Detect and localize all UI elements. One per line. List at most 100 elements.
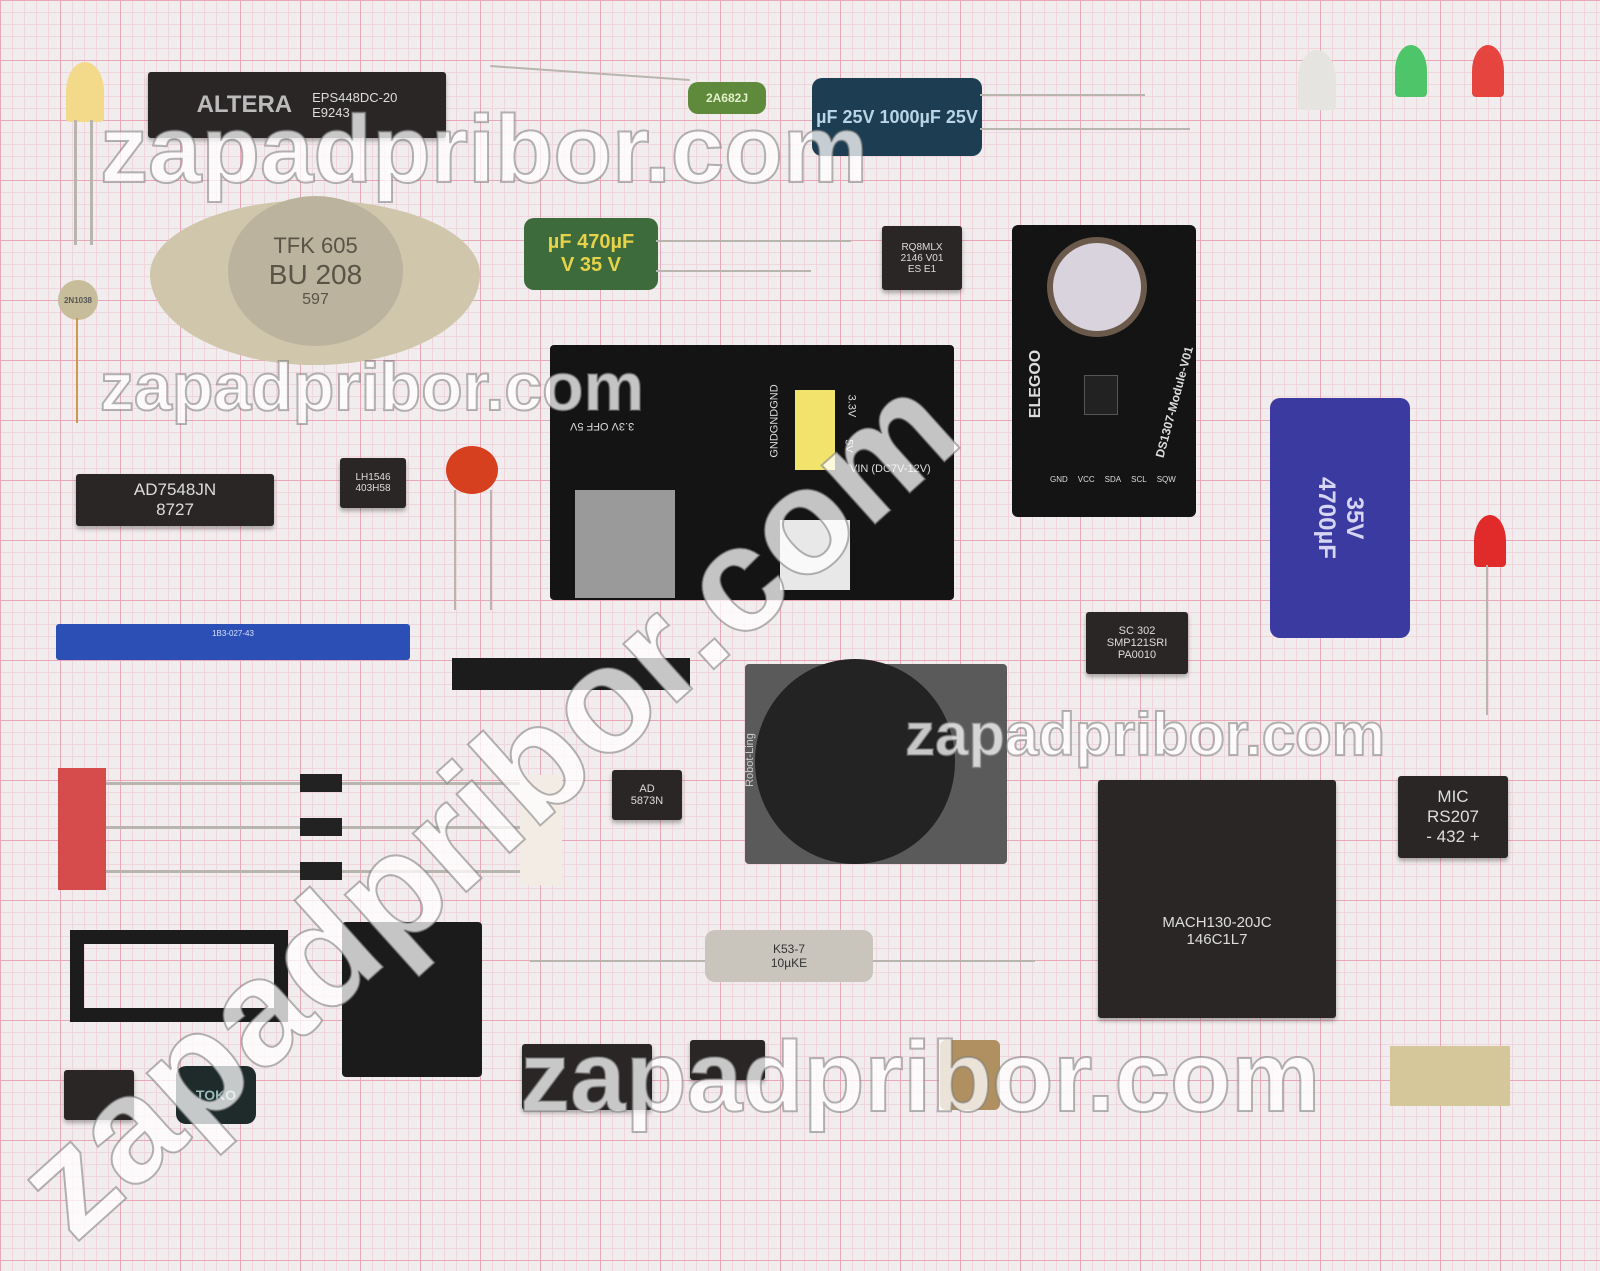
led-lead (1486, 565, 1488, 715)
label-line: PA0010 (1117, 649, 1157, 661)
header-yellow (795, 390, 835, 470)
cap-label: µF 25V 1000µF 25V (816, 106, 978, 127)
joystick-label: Robot-Ling (743, 733, 756, 787)
dip-ad7548: AD7548JN 8727 (76, 474, 274, 526)
coin-battery (1047, 237, 1147, 337)
soic-rq8mlx: RQ8MLX 2146 V01 ES E1 (882, 226, 962, 290)
label-line: 597 (302, 291, 329, 308)
potentiometer (940, 1040, 1000, 1110)
cap-lead (656, 240, 851, 242)
label: 2N1038 (63, 295, 93, 305)
electrolytic-capacitor-470uf: µF 470µF V 35 V (524, 218, 658, 290)
label: TOKO (195, 1087, 237, 1103)
label-line: 8727 (156, 500, 194, 519)
pin-labels: GND VCC SDA SCL SQW (1050, 475, 1176, 484)
chip-brand: ALTERA (196, 91, 293, 118)
cap-label: 2A682J (705, 91, 749, 105)
power-switch (780, 520, 850, 590)
cap-label: µF 470µF (547, 231, 635, 253)
rtc-module: ELEGOO DS1307-Module-V01 GND VCC SDA SCL… (1012, 225, 1196, 517)
electrolytic-capacitor-1000uf: µF 25V 1000µF 25V (812, 78, 982, 156)
transistor-can: TFK 605 BU 208 597 (228, 196, 403, 346)
breadboard-power-supply: 3.3V OFF 5V GNDGNDGND 3.3V 5V VIN (DC7V-… (550, 345, 954, 600)
green-led (1395, 45, 1427, 97)
label-line: 146C1L7 (1186, 931, 1248, 948)
label-line: MACH130-20JC (1162, 914, 1272, 931)
small-transistor: 2N1038 (58, 280, 98, 320)
edge-connector: 1B3-027-43 (56, 624, 410, 660)
pin-label: SQW (1156, 475, 1176, 484)
led-lead (74, 120, 77, 245)
label-line: SMP121SRI (1106, 637, 1168, 649)
label-line: RQ8MLX (901, 241, 943, 253)
joystick-knob (755, 659, 955, 864)
bridge-rectifier: MIC RS207 - 432 + (1398, 776, 1508, 858)
dip-lh1546: LH1546 403H58 (340, 458, 406, 508)
label-vin: VIN (DC7V-12V) (850, 463, 931, 475)
label-line: AD (639, 783, 655, 795)
label-line: 10µKE (770, 956, 808, 970)
label-line: 403H58 (355, 483, 391, 494)
label-3v3: 3.3V (845, 394, 858, 418)
soic-sc302: SC 302 SMP121SRI PA0010 (1086, 612, 1188, 674)
diode (300, 862, 342, 880)
cap-label: 35V (1340, 496, 1368, 540)
red-led (1472, 45, 1504, 97)
label-line: 5873N (630, 795, 664, 807)
label-line: 2146 V01 (900, 252, 944, 264)
rtc-ic (1084, 375, 1118, 415)
inductor: TOKO (176, 1066, 256, 1124)
chip-code: E9243 (312, 105, 350, 120)
ceramic-capacitor (446, 446, 498, 494)
cap-lead (656, 270, 811, 272)
chip-part: EPS448DC-20 (312, 90, 398, 105)
cap-lead (980, 128, 1190, 130)
pin-label: GND (1050, 475, 1068, 484)
pin-label: VCC (1077, 475, 1095, 484)
pin-header (452, 658, 690, 690)
dip-socket (70, 930, 288, 1022)
label-line: ES E1 (907, 263, 937, 275)
cap-lead (980, 94, 1145, 96)
rtc-brand: ELEGOO (1027, 349, 1045, 419)
label-line: - 432 + (1426, 827, 1480, 846)
label-line: SC 302 (1118, 625, 1156, 637)
soic-chip (690, 1040, 765, 1080)
usb-port (575, 490, 675, 598)
film-capacitor: 2A682J (688, 82, 766, 114)
dip-chip-small (64, 1070, 134, 1120)
red-led (1474, 515, 1506, 567)
soic-chip (522, 1044, 652, 1110)
electrolytic-capacitor-4700uf: 35V 4700µF (1270, 398, 1410, 638)
label-line: MIC (1437, 787, 1469, 806)
diode (300, 774, 342, 792)
cap-lead (490, 65, 690, 81)
pin-label: SCL (1131, 475, 1147, 484)
joystick-module: Robot-Ling (743, 659, 1007, 864)
socket-adapter (342, 922, 482, 1077)
cap-label: 4700µF (1312, 477, 1340, 559)
label-line: TFK 605 (273, 233, 358, 258)
cap-lead (490, 490, 492, 610)
label-gnd: GNDGNDGND (768, 384, 781, 458)
k53-capacitor: K53-7 10µKE (705, 930, 873, 982)
cap-label: V 35 V (560, 254, 622, 276)
label-jumper: 3.3V OFF 5V (570, 420, 635, 432)
label-line: BU 208 (268, 259, 363, 290)
transistor-lead (76, 318, 78, 423)
white-led (1298, 50, 1336, 110)
dip-ad5873: AD 5873N (612, 770, 682, 820)
label-5v: 5V (842, 439, 855, 453)
cap-lead (454, 490, 456, 610)
label-line: AD7548JN (133, 480, 217, 499)
diode-tape (520, 775, 562, 885)
yellow-led (66, 62, 104, 122)
label-line: LH1546 (355, 472, 391, 483)
hybrid-ic (1390, 1046, 1510, 1106)
label: 1B3-027-43 (212, 629, 254, 638)
label-line: K53-7 (772, 942, 806, 956)
diode-tape (58, 768, 106, 890)
pin-label: SDA (1104, 475, 1122, 484)
plcc-mach130: MACH130-20JC 146C1L7 (1098, 780, 1336, 1018)
rtc-name: DS1307-Module-V01 (1152, 344, 1196, 460)
